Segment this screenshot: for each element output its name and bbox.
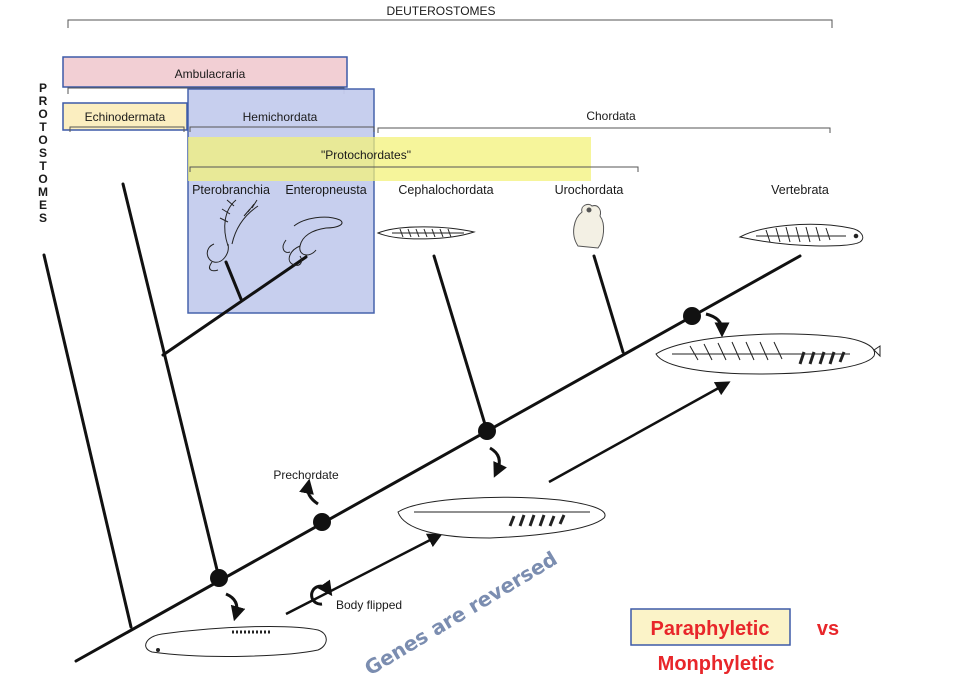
node-chordate: [478, 422, 496, 440]
protostomes-letter: T: [39, 120, 47, 134]
ambulacraria-label: Ambulacraria: [175, 67, 246, 81]
protostomes-letter: R: [39, 94, 48, 108]
ambulacraria-box: [62, 56, 348, 88]
main-trunk: [74, 254, 802, 663]
hemichordata-label: Hemichordata: [243, 110, 318, 124]
vertebrata-drawing: [738, 223, 864, 247]
echinodermata-bracket: [69, 126, 185, 132]
node-prechordate: [313, 513, 331, 531]
protostomes-letter: T: [39, 159, 47, 173]
curved-arrow-prechordate: [299, 478, 319, 506]
echinodermata-box: [62, 102, 188, 131]
pterobranchia-drawing: [206, 199, 259, 272]
prechordate-body-drawing: [397, 496, 606, 539]
protostomes-letter: E: [39, 198, 47, 212]
protostomes-letter: M: [38, 185, 48, 199]
cephalochordata-branch: [432, 254, 489, 433]
enteropneusta-drawing: [282, 216, 343, 266]
arrow-to-prechordate-body: [285, 533, 443, 616]
taxon-vertebrata: Vertebrata: [771, 183, 829, 197]
cephalochordata-drawing: [376, 226, 476, 240]
taxon-pterobranchia: Pterobranchia: [192, 183, 270, 197]
urochordata-drawing: [573, 203, 605, 249]
phylogenetic-tree: [42, 182, 802, 663]
monophyletic-label: Monphyletic: [658, 653, 775, 675]
arrow-to-vertebrate-body: [548, 381, 731, 484]
ambulacraria-branch: [121, 182, 221, 580]
paraphyletic-box: [630, 608, 791, 646]
vs-label: vs: [817, 618, 839, 640]
deuterostomes-label: DEUTEROSTOMES: [386, 4, 495, 18]
ancestor-body-drawing: [145, 626, 327, 657]
hemichordata-branch: [161, 255, 308, 357]
taxon-urochordata: Urochordata: [555, 183, 624, 197]
protostomes-letter: O: [38, 172, 47, 186]
curved-arrow-vertebrate: [705, 312, 730, 338]
echinodermata-label: Echinodermata: [85, 110, 166, 124]
protochordates-bracket: [189, 166, 639, 172]
rotation-arrow-icon: [310, 579, 333, 606]
body-flipped-label: Body flipped: [336, 598, 402, 612]
protostomes-letter: P: [39, 81, 47, 95]
protostomes-letter: O: [38, 107, 47, 121]
protochordates-box: [188, 137, 591, 181]
deuterostomes-bracket: [67, 19, 833, 28]
hemichordata-bracket: [189, 126, 375, 132]
node-deuterostome: [210, 569, 228, 587]
taxon-enteropneusta: Enteropneusta: [285, 183, 366, 197]
urochordata-branch: [592, 254, 625, 354]
taxon-cephalochordata: Cephalochordata: [398, 183, 493, 197]
prechordate-label: Prechordate: [273, 468, 339, 482]
chordata-label: Chordata: [586, 109, 636, 123]
paraphyletic-label: Paraphyletic: [651, 618, 770, 640]
protostomes-letter: O: [38, 133, 47, 147]
protochordates-label: "Protochordates": [321, 148, 411, 162]
genes-reversed-label: Genes are reversed: [360, 546, 561, 680]
pterobranchia-branch: [224, 260, 243, 301]
node-vertebrate: [683, 307, 701, 325]
protostome-branch: [42, 253, 133, 629]
chordate-body-drawing: [655, 333, 881, 375]
curved-arrow-chordate: [489, 446, 507, 478]
protostomes-letter: S: [39, 146, 47, 160]
curved-arrow-1: [225, 592, 246, 622]
chordata-bracket: [377, 127, 831, 133]
protostomes-letter: S: [39, 211, 47, 225]
